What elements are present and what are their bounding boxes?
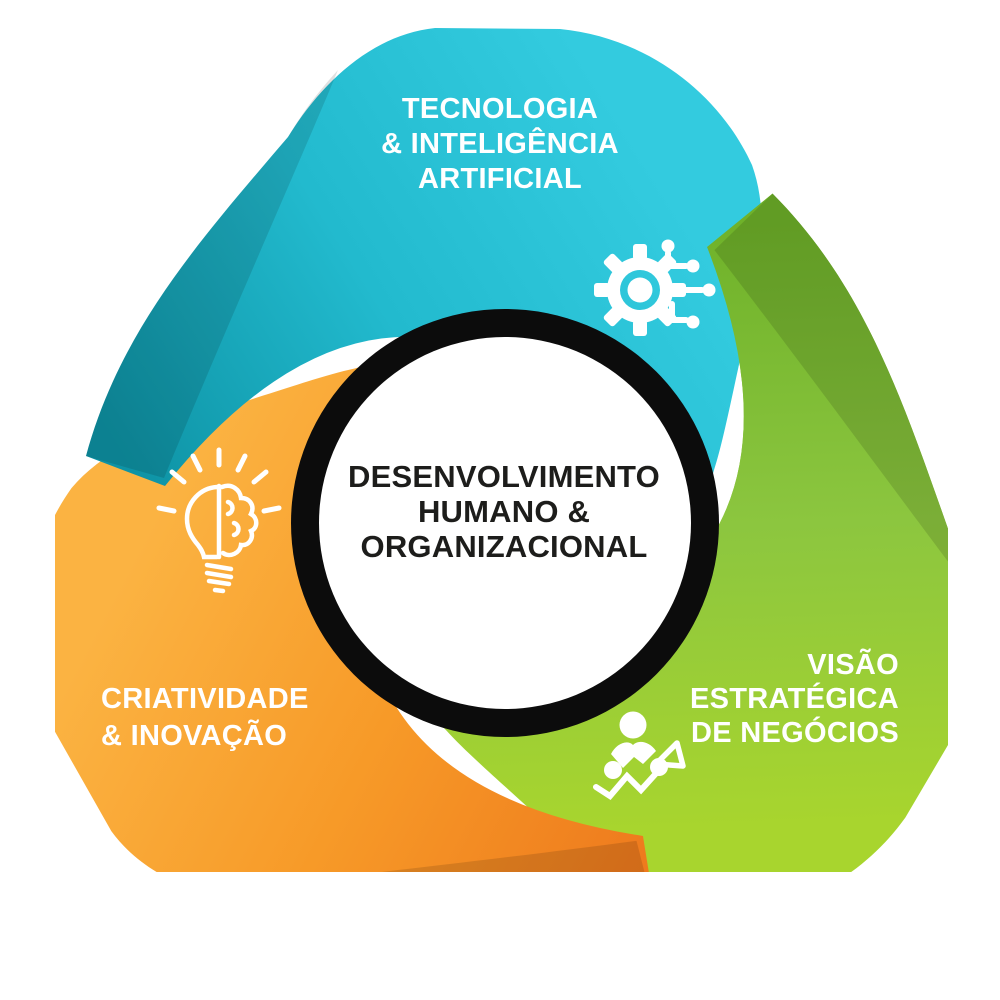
creativity-label-line2: & INOVAÇÃO <box>101 718 287 752</box>
strategy-label-line1: VISÃO <box>807 647 899 681</box>
strategy-label-line3: DE NEGÓCIOS <box>691 715 899 749</box>
strategy-label-line2: ESTRATÉGICA <box>690 681 899 715</box>
lightbulb-brain-icon <box>156 447 282 594</box>
center-title-line1: DESENVOLVIMENTO <box>348 459 660 494</box>
technology-label-line2: & INTELIGÊNCIA <box>381 126 619 160</box>
person-growth-arrow-icon <box>593 711 686 800</box>
technology-label-line3: ARTIFICIAL <box>418 163 582 195</box>
segment-label-strategy: VISÃO ESTRATÉGICA DE NEGÓCIOS <box>690 647 899 749</box>
center-title-line3: ORGANIZACIONAL <box>361 529 648 564</box>
segment-label-technology: TECNOLOGIA & INTELIGÊNCIA ARTIFICIAL <box>381 93 619 195</box>
segment-label-creativity: CRIATIVIDADE & INOVAÇÃO <box>101 683 309 752</box>
center-title-line2: HUMANO & <box>418 494 590 529</box>
center-title: DESENVOLVIMENTO HUMANO & ORGANIZACIONAL <box>348 459 660 564</box>
gear-circuit-icon <box>594 239 716 336</box>
center-circle <box>319 337 691 709</box>
creativity-label-line1: CRIATIVIDADE <box>101 683 309 715</box>
technology-label-line1: TECNOLOGIA <box>402 93 598 125</box>
